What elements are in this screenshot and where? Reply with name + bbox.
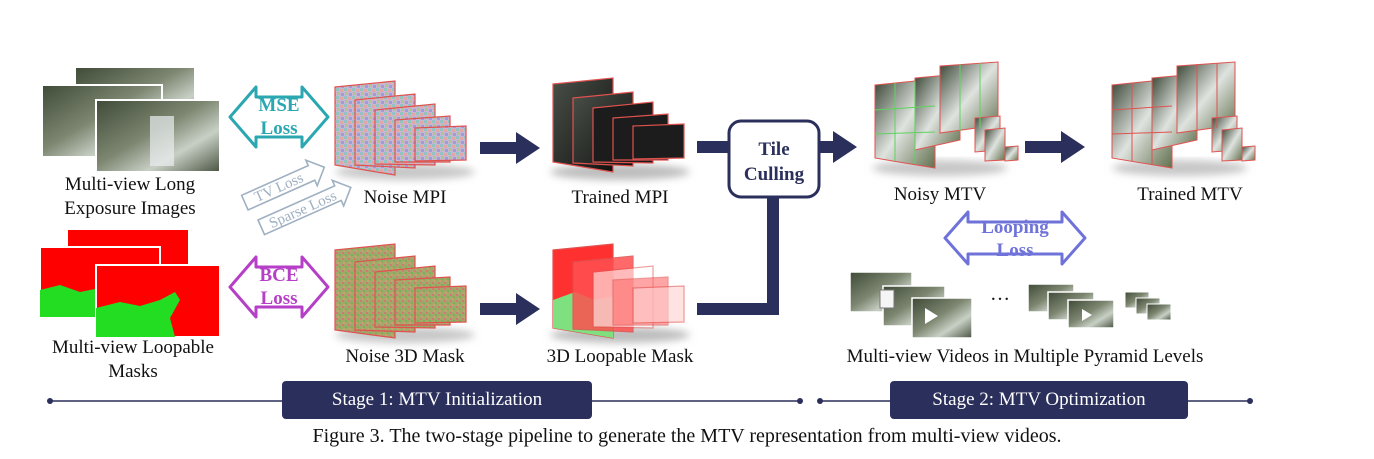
images-label-line2: Exposure Images — [64, 198, 196, 219]
pyramid-videos — [849, 271, 1172, 339]
trained-mtv-label: Trained MTV — [1137, 184, 1243, 205]
ellipsis: … — [990, 283, 1010, 305]
noise-3d-mask-stack — [334, 243, 475, 343]
looping-loss-label-2: Loss — [997, 240, 1034, 261]
figure-caption: Figure 3. The two-stage pipeline to gene… — [312, 425, 1062, 447]
tile-culling-label-1: Tile — [758, 139, 789, 160]
mse-loss-label-1: MSE — [258, 95, 299, 116]
noise-mpi-stack — [334, 80, 475, 180]
noise-mpi-label: Noise MPI — [363, 187, 447, 208]
masks-label-line2: Masks — [108, 361, 158, 382]
trained-mpi-stack — [550, 77, 690, 180]
noisy-mtv-label: Noisy MTV — [893, 184, 987, 205]
tile-culling-label-2: Culling — [744, 164, 805, 185]
bce-loss-label-1: BCE — [259, 265, 298, 286]
mse-loss-label-2: Loss — [261, 118, 298, 139]
bce-loss-label-2: Loss — [261, 288, 298, 309]
noise-mask-label: Noise 3D Mask — [345, 346, 465, 367]
noisy-mtv-stack — [872, 61, 1019, 176]
loopable-mask-label: 3D Loopable Mask — [546, 346, 694, 367]
arrow-culling-to-noisy-mtv — [819, 131, 857, 163]
sparse-loss-arrow — [256, 178, 352, 236]
trained-mpi-label: Trained MPI — [571, 187, 669, 208]
arrow-noise-to-trained-mpi — [480, 132, 540, 164]
loopable-masks — [39, 230, 221, 338]
long-exposure-images — [41, 66, 221, 173]
tv-loss-label: TV Loss — [252, 170, 306, 206]
tv-loss-arrow — [240, 158, 326, 211]
mse-loss-arrow — [228, 85, 330, 149]
looping-loss-label-1: Looping — [981, 217, 1049, 238]
masks-label-line1: Multi-view Loopable — [52, 337, 214, 358]
images-label-line1: Multi-view Long — [64, 174, 196, 195]
loopable-mask-stack — [550, 243, 690, 343]
arrow-noise-to-loopable-mask — [480, 293, 540, 325]
bce-loss-arrow — [228, 255, 330, 319]
stage1-label: Stage 1: MTV Initialization — [282, 381, 592, 419]
stage2-label: Stage 2: MTV Optimization — [890, 381, 1188, 419]
pyramid-videos-label: Multi-view Videos in Multiple Pyramid Le… — [846, 346, 1204, 367]
tile-culling-box — [727, 119, 821, 199]
trained-mtv-stack — [1111, 61, 1256, 176]
arrow-noisy-to-trained-mtv — [1025, 131, 1085, 163]
looping-loss-arrow — [943, 210, 1087, 266]
connector-to-tile-culling — [697, 141, 779, 315]
